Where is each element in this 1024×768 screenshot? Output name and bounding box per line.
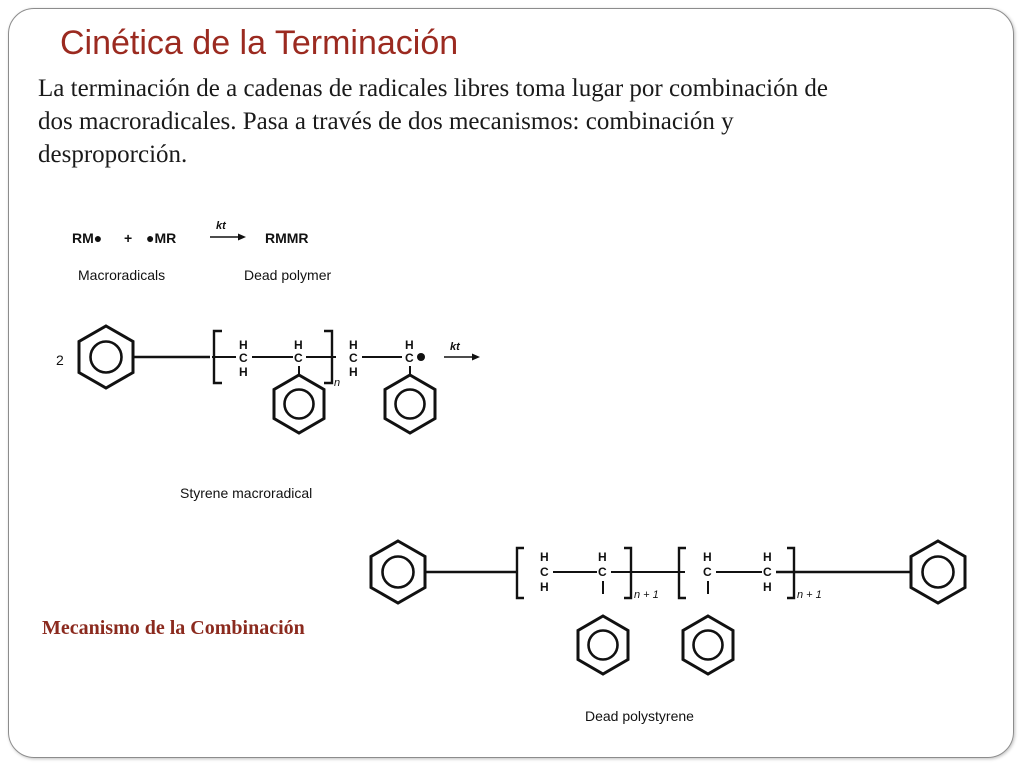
svg-text:H: H — [540, 550, 549, 564]
svg-text:H: H — [349, 365, 358, 379]
svg-text:C: C — [763, 565, 772, 579]
benzene-ring-icon — [77, 324, 135, 390]
dead-polystyrene-structure: H C H H C n + 1 H C H C H n + 1 Dead pol… — [369, 539, 967, 724]
caption-combination-mechanism: Mecanismo de la Combinación — [42, 617, 305, 639]
reactant-rm-radical: RM● — [72, 230, 102, 246]
svg-text:C: C — [540, 565, 549, 579]
slide-title: Cinética de la Terminación — [60, 24, 459, 62]
reactant-mr-radical: ●MR — [146, 230, 176, 246]
svg-text:C: C — [703, 565, 712, 579]
rate-constant-kt-2: kt — [450, 341, 461, 353]
svg-text:H: H — [349, 338, 358, 352]
benzene-ring-icon — [383, 373, 437, 435]
benzene-ring-icon — [681, 614, 735, 676]
slide-body-text: La terminación de a cadenas de radicales… — [38, 75, 828, 168]
repeat-subscript-n-plus-1: n + 1 — [797, 589, 822, 601]
label-macroradicals: Macroradicals — [78, 267, 165, 283]
coefficient-2: 2 — [56, 352, 64, 368]
repeat-subscript-n-plus-1: n + 1 — [634, 589, 659, 601]
svg-text:H: H — [763, 550, 772, 564]
styrene-macroradical-structure: 2 H C H H C n H C H H C kt Styrene macro… — [56, 324, 480, 501]
svg-text:H: H — [239, 365, 248, 379]
label-dead-polystyrene: Dead polystyrene — [585, 708, 694, 724]
product-rmmr: RMMR — [265, 230, 309, 246]
svg-text:C: C — [405, 351, 414, 365]
arrow-head-icon — [238, 233, 246, 241]
radical-dot-icon — [417, 353, 425, 361]
svg-text:H: H — [598, 550, 607, 564]
svg-text:C: C — [239, 351, 248, 365]
benzene-ring-icon — [272, 373, 326, 435]
svg-text:C: C — [294, 351, 303, 365]
benzene-ring-icon — [909, 539, 967, 605]
svg-text:C: C — [349, 351, 358, 365]
label-styrene-macroradical: Styrene macroradical — [180, 485, 312, 501]
slide-frame — [8, 8, 1014, 758]
svg-text:H: H — [405, 338, 414, 352]
svg-text:H: H — [703, 550, 712, 564]
benzene-ring-icon — [369, 539, 427, 605]
svg-text:H: H — [239, 338, 248, 352]
label-dead-polymer: Dead polymer — [244, 267, 331, 283]
repeat-subscript-n: n — [334, 377, 340, 389]
rate-constant-kt: kt — [216, 220, 227, 232]
svg-text:H: H — [294, 338, 303, 352]
reaction-scheme: RM● + ●MR kt RMMR Macroradicals Dead pol… — [72, 220, 331, 283]
svg-text:H: H — [540, 580, 549, 594]
arrow-head-icon — [472, 353, 480, 361]
svg-text:C: C — [598, 565, 607, 579]
plus-sign: + — [124, 230, 132, 246]
benzene-ring-icon — [576, 614, 630, 676]
svg-text:H: H — [763, 580, 772, 594]
